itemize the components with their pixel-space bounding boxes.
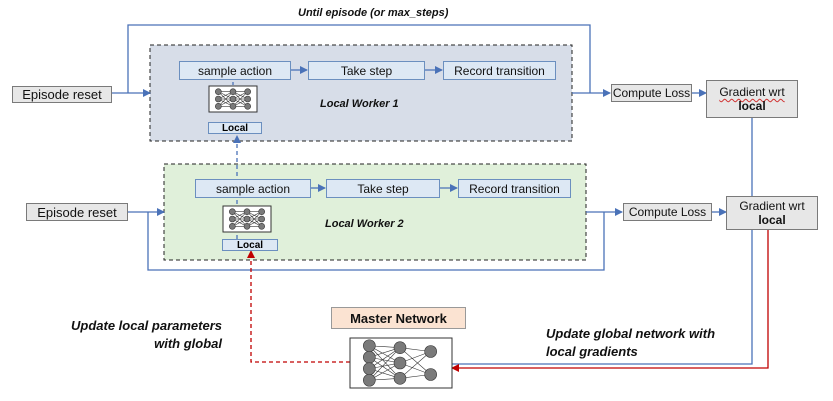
update-global-annotation: Update global network with local gradien… <box>546 326 716 359</box>
network-node <box>229 208 236 215</box>
network-node <box>215 95 222 103</box>
network-node <box>215 88 222 95</box>
worker2-compute-loss: Compute Loss <box>623 203 712 221</box>
network-connection <box>399 347 431 375</box>
worker2-take-step: Take step <box>326 179 440 198</box>
network-connection <box>246 211 262 227</box>
worker2-loop-line <box>147 212 605 271</box>
network-node <box>363 350 376 364</box>
worker1-name: Local Worker 1 <box>320 98 399 110</box>
worker1-sample-action: sample action <box>179 61 291 80</box>
worker1-episode-reset: Episode reset <box>12 86 112 103</box>
worker2-record-transition: Record transition <box>458 179 571 198</box>
worker1-network-icon <box>215 88 251 110</box>
loop-title: Until episode (or max_steps) <box>298 7 449 19</box>
network-node <box>363 373 376 387</box>
network-connection <box>399 351 431 379</box>
network-connection <box>218 91 234 107</box>
network-connection <box>369 347 401 381</box>
network-node <box>424 368 437 381</box>
master-to-local-dashed-line <box>247 250 350 363</box>
network-node <box>229 88 237 95</box>
network-node <box>363 362 376 376</box>
network-connection <box>232 91 248 107</box>
network-node <box>244 103 251 110</box>
network-node <box>424 345 437 358</box>
network-node <box>243 215 251 223</box>
network-node <box>244 95 251 103</box>
update-local-annotation: Update local parameters with global <box>70 318 222 351</box>
worker2-name: Local Worker 2 <box>325 218 404 230</box>
network-node <box>258 223 265 230</box>
master-network-icon <box>363 339 437 387</box>
network-node <box>258 215 265 223</box>
network-node <box>243 208 251 215</box>
worker2-local-label: Local <box>222 239 278 251</box>
worker1-gradient-wrt-local: Gradient wrt local <box>706 80 798 118</box>
network-node <box>229 95 237 103</box>
network-node <box>243 223 251 230</box>
network-node <box>229 215 236 223</box>
network-connection <box>369 345 401 379</box>
network-node <box>363 339 376 353</box>
network-node <box>393 372 407 385</box>
worker1-compute-loss: Compute Loss <box>611 84 692 102</box>
worker1-local-label: Local <box>208 122 262 134</box>
network-connection <box>232 211 248 227</box>
network-node <box>393 341 407 354</box>
network-node <box>229 223 236 230</box>
master-network-label: Master Network <box>331 307 466 329</box>
worker2-sample-action: sample action <box>195 179 311 198</box>
network-node <box>215 103 222 110</box>
worker2-network-icon <box>229 208 265 230</box>
network-node <box>393 356 407 370</box>
network-node <box>258 208 265 215</box>
network-node <box>244 88 251 95</box>
gradient2-to-master-line <box>451 230 769 372</box>
worker1-take-step: Take step <box>308 61 425 80</box>
network-node <box>229 103 237 110</box>
worker1-loop-line <box>127 24 591 93</box>
worker2-gradient-wrt-local: Gradient wrt local <box>726 196 818 230</box>
worker2-episode-reset: Episode reset <box>26 203 128 221</box>
worker1-record-transition: Record transition <box>443 61 556 80</box>
